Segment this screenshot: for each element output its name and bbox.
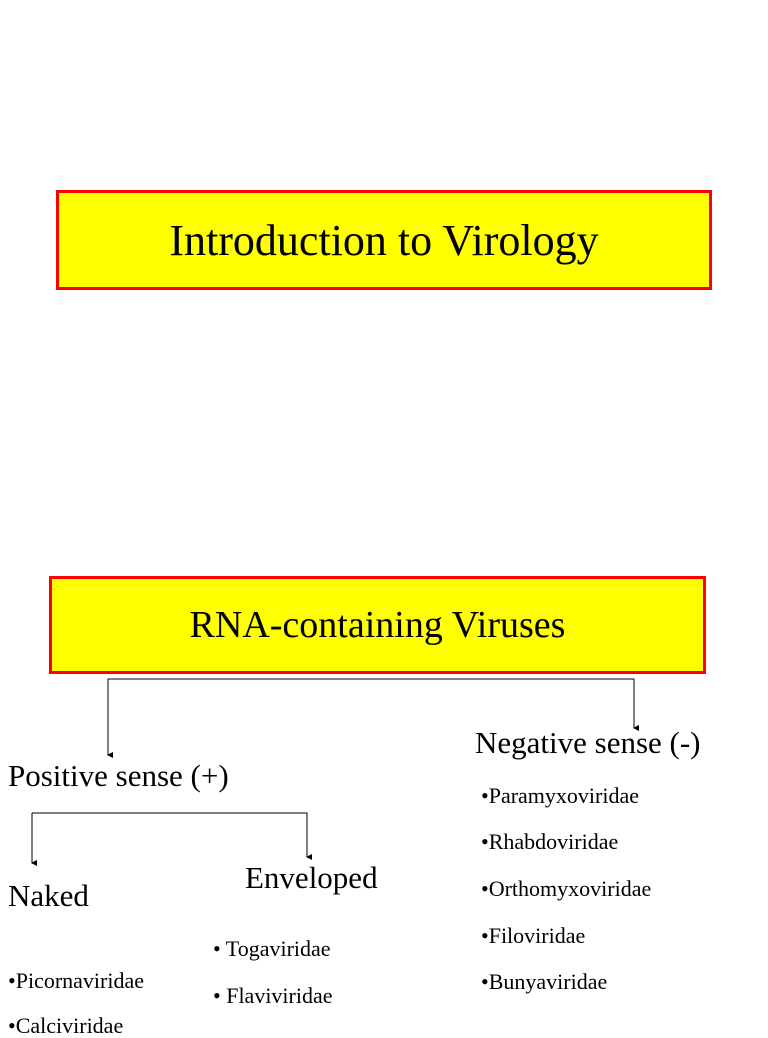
negative-item-2: •Rhabdoviridae bbox=[481, 829, 619, 854]
positive-connector bbox=[32, 812, 312, 860]
negative-sense-heading: Negative sense (-) bbox=[475, 725, 701, 760]
negative-item-3: •Orthomyxoviridae bbox=[481, 876, 652, 901]
slide-title: Introduction to Virology bbox=[169, 215, 599, 265]
naked-heading: Naked bbox=[8, 878, 89, 913]
root-node-label: RNA-containing Viruses bbox=[189, 604, 566, 646]
title-box: Introduction to Virology bbox=[56, 190, 712, 290]
positive-sense-heading: Positive sense (+) bbox=[8, 758, 229, 793]
enveloped-item-1: • Togaviridae bbox=[213, 936, 331, 961]
rna-viruses-box: RNA-containing Viruses bbox=[49, 576, 706, 674]
enveloped-item-2: • Flaviviridae bbox=[213, 983, 333, 1008]
negative-item-4: •Filoviridae bbox=[481, 923, 586, 948]
negative-item-5: •Bunyaviridae bbox=[481, 969, 608, 994]
naked-item-1: •Picornaviridae bbox=[8, 968, 144, 993]
enveloped-heading: Enveloped bbox=[245, 860, 378, 895]
negative-item-1: •Paramyxoviridae bbox=[481, 783, 639, 808]
naked-item-2: •Calciviridae bbox=[8, 1013, 124, 1038]
